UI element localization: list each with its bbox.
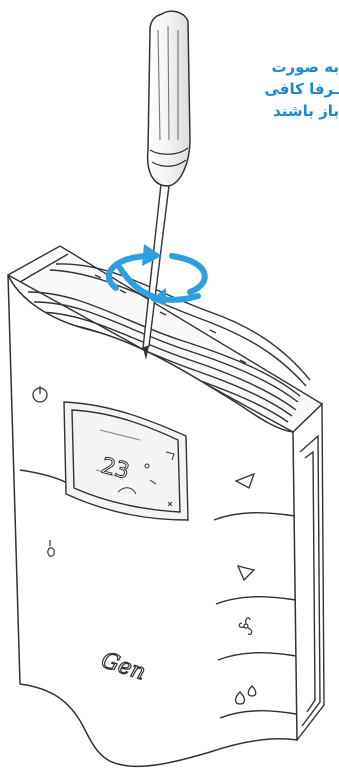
device-side-panel: [293, 404, 324, 740]
screwdriver-icon: [143, 11, 190, 360]
instruction-line-3: باز باشند: [219, 100, 339, 122]
instruction-line-2: ـرفا کافی: [219, 78, 339, 100]
instruction-line-1: به صورت: [219, 56, 339, 78]
instruction-caption: به صورت ـرفا کافی باز باشند: [219, 56, 339, 122]
